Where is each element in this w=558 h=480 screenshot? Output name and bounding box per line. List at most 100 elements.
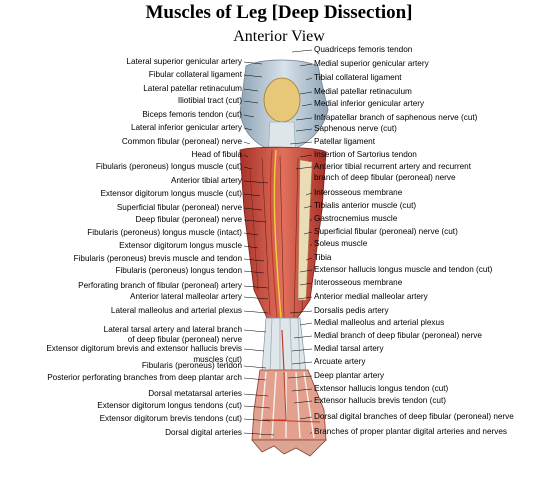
label-right-9: Anterior tibial recurrent artery and rec… [314,162,471,171]
label-left-20: Lateral tarsal artery and lateral branch [103,325,242,334]
label-right-5: Infrapatellar branch of saphenous nerve … [314,113,478,122]
leader-left-3 [243,100,259,104]
label-right-14: Superficial fibular (peroneal) nerve (cu… [314,227,458,236]
leader-left-1 [243,74,263,78]
foot-region [251,369,327,457]
label-left-28: Extensor digitorum brevis tendons (cut) [99,414,242,423]
label-left-23: muscles (cut) [193,355,242,364]
label-right-12: Tibialis anterior muscle (cut) [314,201,417,210]
leader-left-26 [243,393,269,397]
label-right-16: Tibia [314,253,332,262]
leader-right-15 [309,243,313,247]
leader-right-8 [299,154,313,158]
label-left-14: Extensor digitorum longus muscle [119,241,242,250]
label-left-19: Lateral malleolus and arterial plexus [110,306,242,315]
leader-left-20 [243,329,267,333]
label-left-17: Perforating branch of fibular (peroneal)… [78,281,242,290]
leader-left-13 [243,232,259,236]
leader-left-5 [243,127,253,131]
leader-right-22 [293,335,313,339]
leader-lines-right [287,49,313,435]
leader-left-16 [243,270,265,274]
label-right-13: Gastrocnemius muscle [314,214,398,223]
leader-right-19 [297,296,313,300]
label-left-29: Dorsal digital arteries [165,428,242,437]
label-left-1: Fibular collateral ligament [148,70,242,79]
leader-left-18 [243,296,269,300]
label-left-4: Biceps femoris tendon (cut) [142,110,242,119]
leader-right-5 [295,117,313,121]
label-left-16: Fibularis (peroneus) longus tendon [115,266,242,275]
leader-right-25 [287,375,313,379]
leader-right-7 [289,141,313,145]
tibia [297,159,313,301]
leader-left-27 [243,405,271,409]
label-left-22: Extensor digitorum brevis and extensor h… [46,344,242,353]
ankle-region [261,317,307,373]
label-right-11: Interosseous membrane [314,188,403,197]
label-right-24: Arcuate artery [314,357,366,366]
leader-right-14 [303,231,313,235]
label-left-2: Lateral patellar retinaculum [143,84,242,93]
leg-muscles [239,146,327,331]
leader-right-4 [301,103,313,107]
leader-left-12 [243,219,267,223]
label-right-20: Dorsalis pedis artery [314,306,389,315]
label-right-27: Extensor hallucis brevis tendon (cut) [314,396,446,405]
leader-right-6 [295,128,313,132]
label-right-29: Branches of proper plantar digital arter… [314,427,507,436]
leader-left-0 [243,61,263,65]
label-left-0: Lateral superior genicular artery [126,57,242,66]
label-right-0: Quadriceps femoris tendon [314,45,413,54]
leader-left-28 [243,418,271,422]
leader-right-23 [291,348,313,352]
leader-right-18 [299,282,313,286]
leader-left-2 [243,88,259,92]
leader-left-11 [243,207,263,211]
leader-right-11 [305,192,313,196]
leader-right-24 [291,361,313,365]
label-left-24: Fibularis (peroneus) tendon [141,361,242,370]
label-right-25: Deep plantar artery [314,371,385,380]
leader-right-13 [309,218,313,222]
toes [251,439,327,457]
label-left-6: Common fibular (peroneal) nerve [121,137,242,146]
leader-left-22 [243,348,265,352]
label-left-8: Fibularis (peroneus) longus muscle (cut) [95,162,242,171]
leader-right-17 [299,269,313,273]
leader-left-19 [243,310,269,314]
leader-right-3 [299,91,313,95]
leader-right-16 [305,257,313,261]
label-right-15: Soleus muscle [314,239,368,248]
leader-right-28 [299,416,313,420]
leader-right-2 [305,77,313,81]
label-right-7: Patellar ligament [314,137,375,146]
label-left-5: Lateral inferior genicular artery [130,123,242,132]
leader-left-7 [243,154,249,158]
leader-left-10 [243,193,261,197]
leader-right-9 [295,166,313,170]
label-right-21: Medial malleolus and arterial plexus [314,318,445,327]
leader-right-27 [293,400,313,404]
label-right-28: Dorsal digital branches of deep fibular … [314,412,514,421]
label-right-2: Tibial collateral ligament [314,73,402,82]
label-left-21: of deep fibular (peroneal) nerve [127,335,242,344]
leader-right-12 [303,205,313,209]
label-left-15: Fibularis (peroneus) brevis muscle and t… [73,254,242,263]
label-left-3: Iliotibial tract (cut) [177,96,242,105]
label-right-4: Medial inferior genicular artery [314,99,425,108]
leader-right-29 [309,431,313,435]
leader-right-1 [299,63,313,67]
label-right-6: Saphenous nerve (cut) [314,124,397,133]
leader-left-4 [243,114,255,118]
label-left-18: Anterior lateral malleolar artery [130,292,242,301]
label-left-25: Posterior perforating branches from deep… [47,373,242,382]
leader-left-25 [243,377,267,381]
leader-right-21 [299,322,313,326]
page-subtitle: Anterior View [233,28,325,45]
leader-left-8 [243,166,253,170]
label-right-26: Extensor hallucis longus tendon (cut) [314,384,449,393]
label-right-17: Extensor hallucis longus muscle and tend… [314,265,493,274]
label-left-27: Extensor digitorum longus tendons (cut) [97,401,242,410]
